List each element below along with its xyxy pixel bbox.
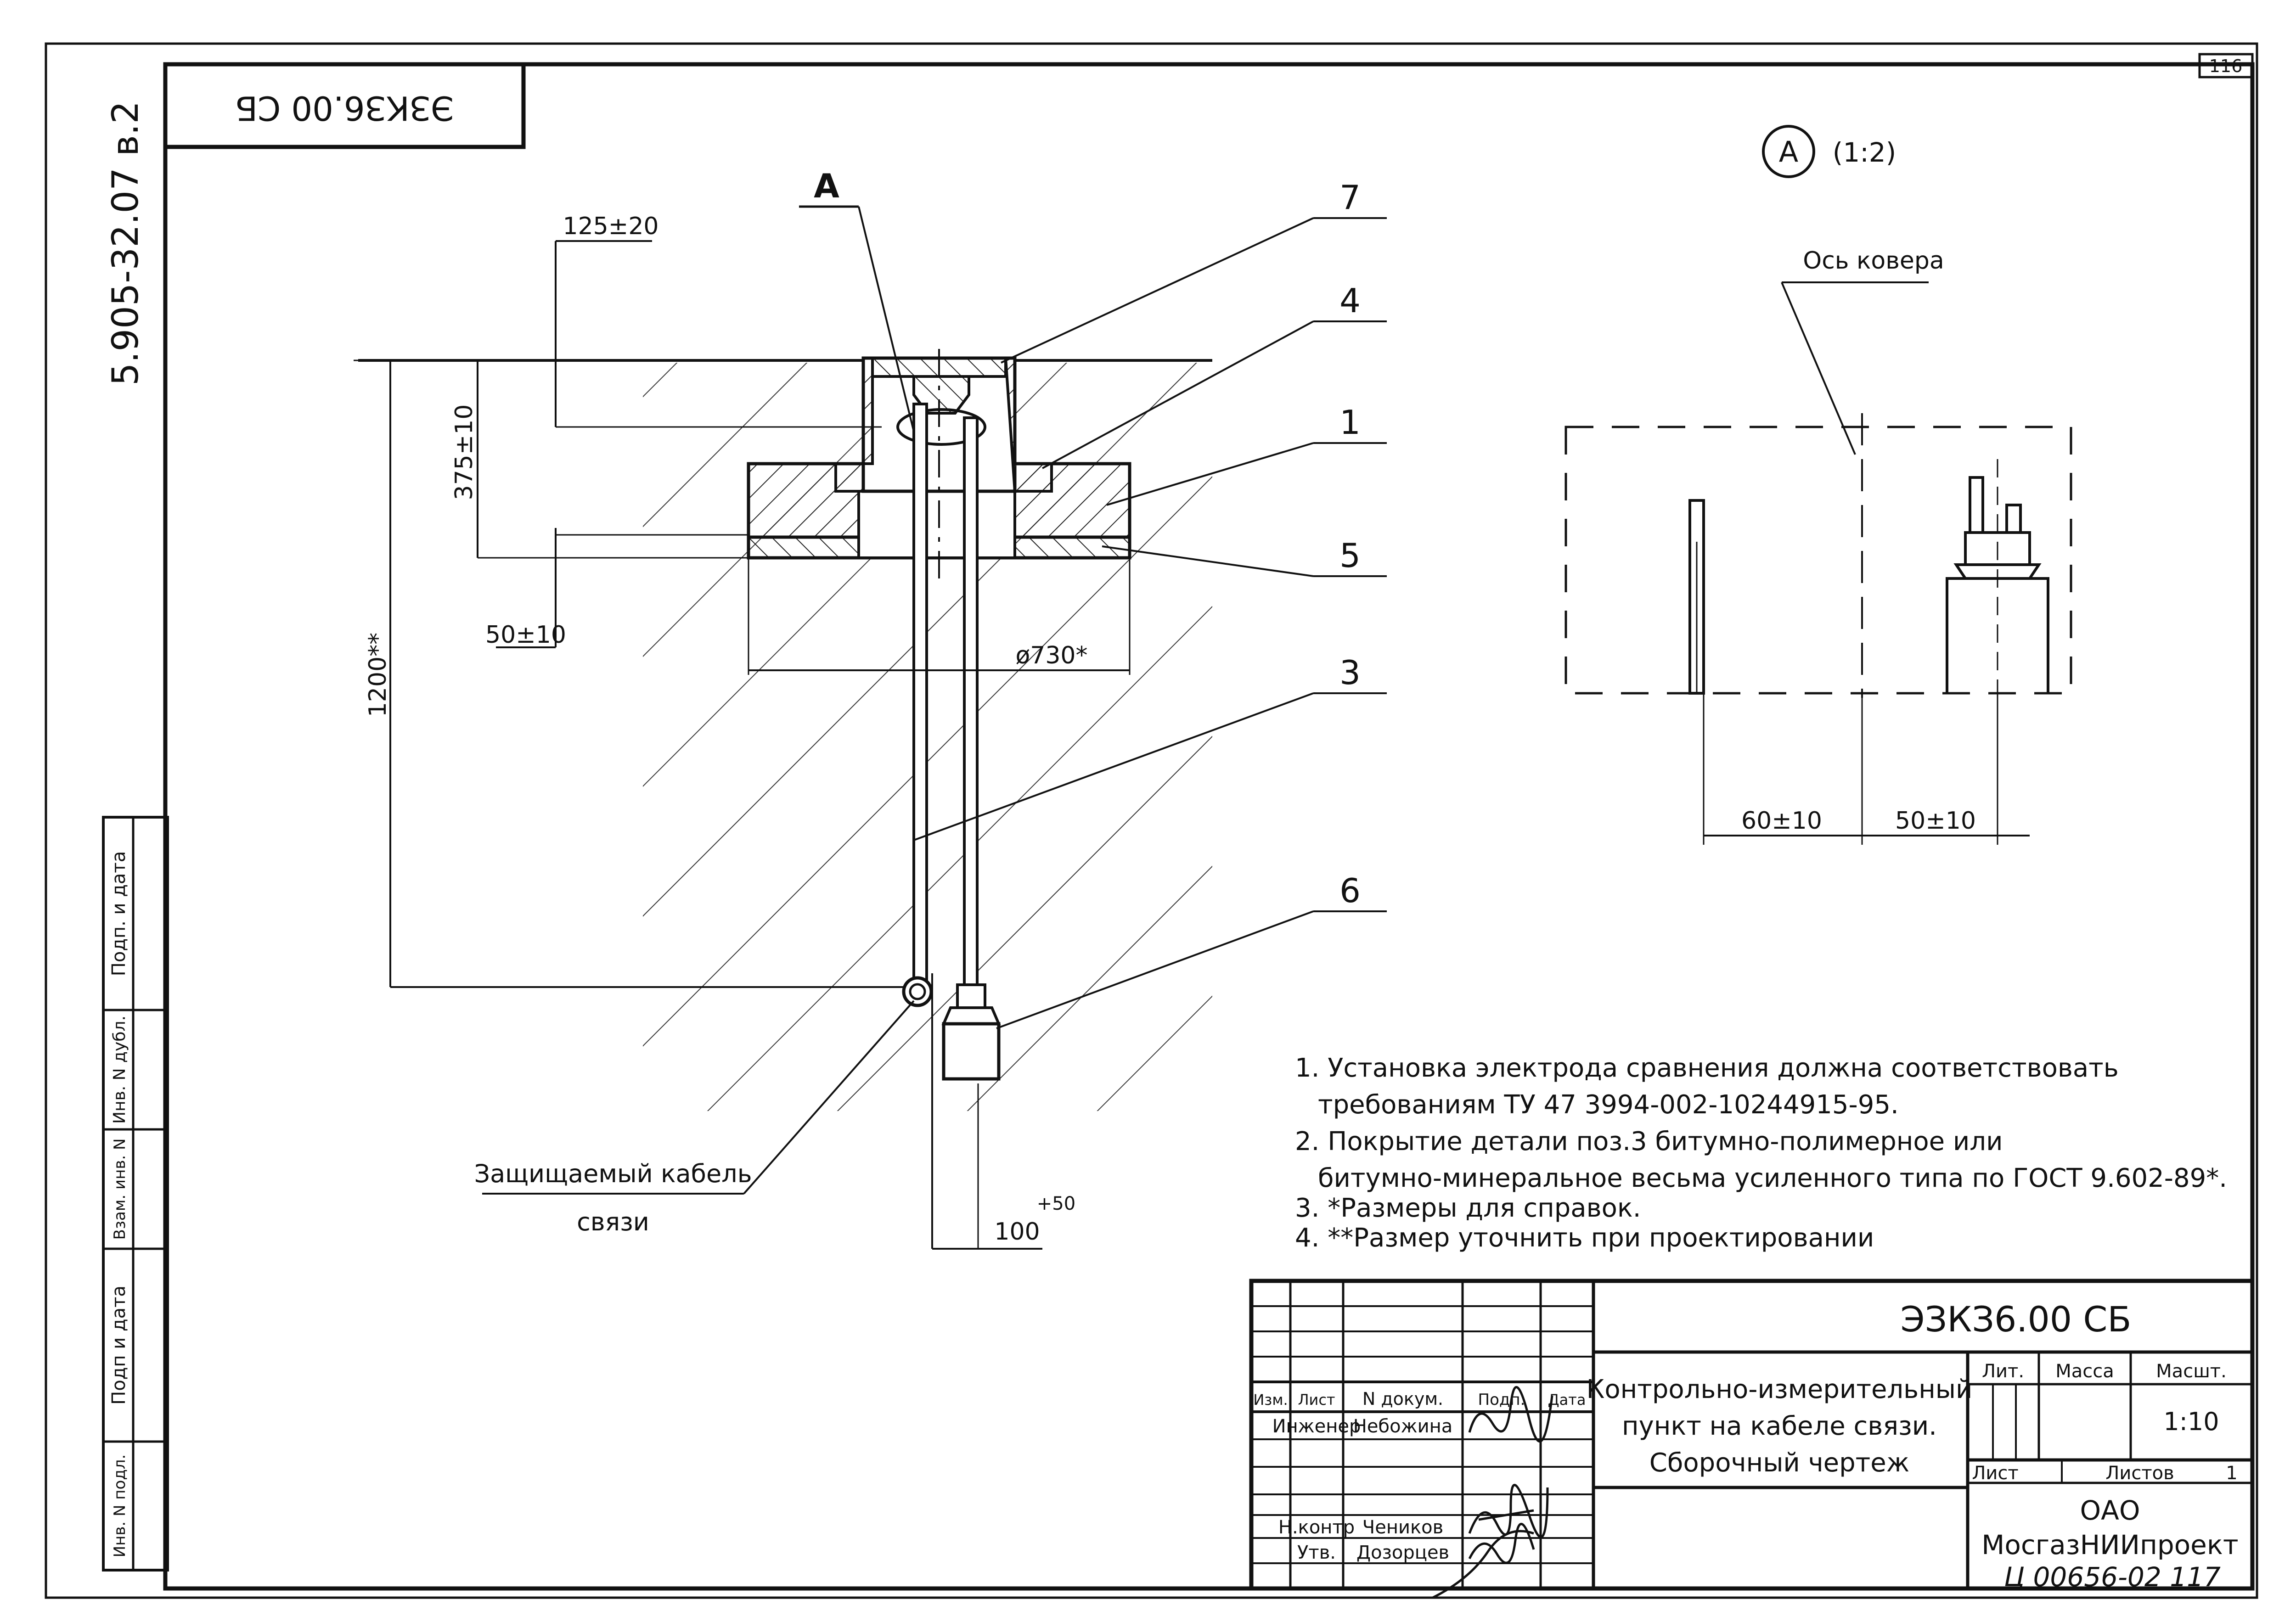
position-1: 1: [1339, 403, 1361, 442]
rod-pos3: [912, 403, 928, 988]
detail-right-post-2: [2005, 504, 2022, 534]
detail-axis-label: Ось ковера: [1803, 247, 1944, 275]
position-7: 7: [1339, 178, 1361, 217]
tb-approve-role: Утв.: [1297, 1542, 1336, 1563]
series-code: 5.905-32.07 в.2: [105, 101, 146, 386]
dim-375: 375±10: [450, 404, 478, 500]
tb-check-role: Н.контр: [1278, 1517, 1355, 1538]
side-label-3: Взам. инв. N: [111, 1139, 129, 1240]
dim-diameter: ø730*: [1015, 642, 1087, 669]
dim-1200: 1200**: [364, 633, 392, 717]
detail-frame: [1564, 426, 2072, 695]
section-label-a: A: [814, 167, 839, 205]
side-label-2: Инв. N дубл.: [110, 1016, 129, 1124]
position-4: 4: [1339, 281, 1361, 320]
detail-dim-right: 50±10: [1895, 807, 1976, 835]
note-line-5: 3. *Размеры для справок.: [1295, 1193, 1641, 1223]
detail-dim-left: 60±10: [1741, 807, 1822, 835]
position-3: 3: [1339, 653, 1361, 692]
dim-100: 100: [994, 1218, 1040, 1246]
tb-title-1: Контрольно-измерительный: [1587, 1375, 1973, 1404]
tb-col-doc: N докум.: [1362, 1389, 1443, 1409]
tb-org-line2: МосгазНИИпроект: [1981, 1529, 2238, 1560]
dim-100-tolerance: +50: [1037, 1193, 1075, 1214]
detail-right-post-1: [1969, 476, 1984, 534]
note-line-2: требованиям ТУ 47 3994-002-10244915-95.: [1318, 1090, 1899, 1120]
tb-scale-label: Масшт.: [2156, 1361, 2227, 1382]
tb-col-date: Дата: [1548, 1391, 1586, 1409]
detail-scale: (1:2): [1833, 137, 1896, 168]
top-stamp-box: [163, 62, 526, 149]
tb-title-3: Сборочный чертеж: [1649, 1448, 1909, 1478]
tb-lit-label: Лит.: [1982, 1361, 2024, 1382]
tb-designation: ЭЗКЗ6.00 СБ: [1900, 1299, 2131, 1340]
side-label-1: Подп. и дата: [108, 851, 129, 976]
tb-mass-label: Масса: [2055, 1361, 2114, 1382]
position-6: 6: [1339, 871, 1361, 910]
tb-check-name: Чеников: [1362, 1517, 1443, 1538]
tb-approve-name: Дозорцев: [1356, 1542, 1449, 1563]
tb-title-2: пункт на кабеле связи.: [1622, 1411, 1937, 1441]
dim-50: 50±10: [485, 621, 566, 649]
tb-scale-value: 1:10: [2163, 1407, 2219, 1436]
tb-sheet-label: Лист: [1972, 1463, 2018, 1484]
dim-125: 125±20: [563, 213, 659, 240]
title-block-text: ЭЗКЗ6.00 СБ Контрольно-измерительный пун…: [1253, 1299, 2239, 1599]
page-number-box: [2198, 53, 2254, 79]
electrode-shoulder: [941, 1006, 1001, 1025]
slab-opening: [857, 490, 1016, 559]
cable-ring-inner: [909, 983, 926, 1000]
notes: 1. Установка электрода сравнения должна …: [1295, 1053, 2227, 1253]
tb-col-sign: Подп.: [1478, 1391, 1525, 1409]
note-line-3: 2. Покрытие детали поз.3 битумно-полимер…: [1295, 1127, 2003, 1156]
signature-approve: [1432, 1523, 1535, 1599]
main-section-view: 1200** 125±20 375±10 50±10 ø730* 100 +50…: [354, 167, 1387, 1250]
cable-label-line2: связи: [577, 1207, 649, 1236]
signature-check: [1468, 1484, 1549, 1538]
tb-engineer-role: Инженер: [1272, 1416, 1361, 1437]
side-strip: Подп. и дата Инв. N дубл. Взам. инв. N П…: [102, 816, 169, 1571]
electrode-rod-pos6: [963, 416, 979, 988]
tb-archive-number: Ц 00656-02 117: [2004, 1561, 2221, 1593]
cable-ring: [902, 976, 933, 1007]
detail-letter: A: [1779, 135, 1798, 168]
outer-frame: [45, 42, 2258, 1599]
position-5: 5: [1339, 536, 1361, 575]
side-label-5: Инв. N подл.: [111, 1454, 129, 1558]
tb-col-list: Лист: [1298, 1391, 1335, 1409]
cover-ellipse: [896, 408, 986, 446]
tb-sheets-label: Листов: [2105, 1463, 2174, 1484]
tb-col-izm: Изм.: [1253, 1391, 1288, 1409]
page-number: 116: [2209, 56, 2243, 76]
electrode-body: [942, 1022, 1001, 1081]
inner-frame: [163, 62, 2255, 1591]
cable-label-line1: Защищаемый кабель: [474, 1159, 752, 1188]
electrode-neck: [956, 983, 986, 1009]
tb-org-line1: ОАО: [2080, 1495, 2140, 1526]
signature-engineer: [1468, 1386, 1553, 1443]
top-stamp-text: ЭЗКЗ6.00 СБ: [235, 89, 454, 127]
note-line-4: битумно-минеральное весьма усиленного ти…: [1318, 1163, 2227, 1193]
tb-engineer-name: Небожина: [1353, 1416, 1453, 1437]
tb-sheets-value: 1: [2226, 1463, 2237, 1484]
detail-letter-circle: [1762, 125, 1815, 178]
note-line-6: 4. **Размер уточнить при проектировании: [1295, 1223, 1874, 1253]
side-label-4: Подп и дата: [108, 1285, 129, 1405]
note-line-1: 1. Установка электрода сравнения должна …: [1295, 1053, 2119, 1083]
detail-a-view: A (1:2) Ось ковера 60±10 50±10: [1564, 125, 2072, 845]
